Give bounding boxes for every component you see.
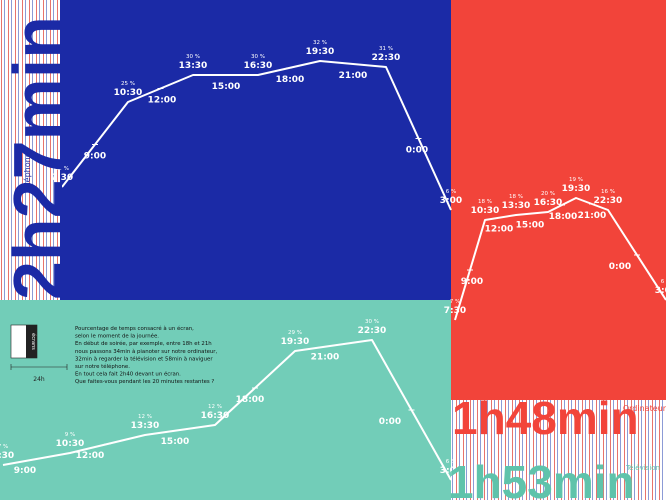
tick-label: 18:00: [549, 212, 578, 222]
data-label: 6 %: [446, 189, 456, 195]
tick-label: 3:00: [440, 466, 462, 476]
tick-label: 15:00: [516, 221, 545, 231]
legend-text-line: selon le moment de la journée.: [75, 333, 159, 340]
tick-label: 3:00: [440, 196, 462, 206]
tick-label: 13:30: [179, 61, 208, 71]
tick-label: 19:30: [562, 184, 591, 194]
tick-label: 15:00: [161, 437, 190, 447]
tick-label: 16:30: [534, 198, 563, 208]
panel-phone: [60, 0, 451, 300]
tick-label: 7:30: [51, 173, 73, 183]
tick-label: 22:30: [358, 326, 387, 336]
data-label: 31 %: [379, 46, 393, 52]
phone-total: 2h27min: [0, 16, 77, 300]
data-label: 7 %: [0, 444, 8, 450]
tick-label: 7:30: [444, 306, 466, 316]
data-label: 32 %: [313, 40, 327, 46]
tick-label: 10:30: [56, 439, 85, 449]
tick-label: 21:00: [578, 211, 607, 221]
tick-label: 10:30: [471, 206, 500, 216]
data-label: 12 %: [208, 404, 222, 410]
tick-label: 21:00: [339, 71, 368, 81]
tick-label: 19:30: [306, 47, 335, 57]
tick-label: 10:30: [114, 88, 143, 98]
tick-label: 3:00: [655, 286, 666, 296]
legend-text-line: sur notre téléphone.: [75, 363, 130, 370]
data-label: 25 %: [121, 81, 135, 87]
tick-label: 18:00: [276, 75, 305, 85]
tick-label: 0:00: [406, 146, 428, 156]
series-line: [454, 197, 666, 321]
legend-axis-label: 24h: [33, 376, 45, 383]
panel-television: [0, 300, 451, 500]
data-label: 15 %: [55, 166, 69, 172]
tick-label: 19:30: [281, 337, 310, 347]
data-label: 7 %: [450, 299, 460, 305]
data-label: 18 %: [509, 194, 523, 200]
tick-label: 16:30: [244, 61, 273, 71]
legend-text-line: Que faites-vous pendant les 20 minutes r…: [75, 379, 214, 385]
legend-text-line: 32min à regarder la télévision et 58min …: [75, 355, 213, 362]
tick-label: 7:30: [0, 451, 14, 461]
tick-label: 9:00: [14, 466, 36, 476]
tick-label: 13:30: [502, 201, 531, 211]
tick-label: 12:00: [485, 225, 514, 235]
legend: écrans 24h Pourcentage de temps consacré…: [10, 324, 218, 385]
tick-label: 16:30: [201, 411, 230, 421]
television-series-name: Télévision: [625, 464, 660, 472]
computer-total: 1h48min: [452, 392, 639, 444]
data-label: 6 %: [446, 459, 456, 465]
data-label: 19 %: [569, 177, 583, 183]
tick-label: 0:00: [609, 262, 631, 272]
tick-label: 9:00: [84, 152, 106, 162]
legend-screen-block: [26, 325, 37, 358]
panel-computer: [451, 0, 666, 400]
data-label: 16 %: [601, 189, 615, 195]
tick-label: 15:00: [212, 82, 241, 92]
legend-text-line: Pourcentage de temps consacré à un écran…: [75, 325, 194, 332]
data-label: 29 %: [288, 330, 302, 336]
tick-label: 22:30: [372, 53, 401, 63]
legend-text-line: En début de soirée, par exemple, entre 1…: [75, 340, 212, 347]
legend-text: Pourcentage de temps consacré à un écran…: [75, 325, 218, 385]
tick-label: 13:30: [131, 421, 160, 431]
television-total: 1h53min: [448, 456, 635, 500]
legend-text-line: nous passons 34min à pianoter sur notre …: [75, 348, 218, 355]
data-label: 30 %: [251, 54, 265, 60]
data-label: 30 %: [365, 319, 379, 325]
tick-label: 9:00: [461, 277, 483, 287]
tick-label: 12:00: [148, 96, 177, 106]
series-line: [2, 339, 452, 481]
computer-series-name: Ordinateur: [623, 404, 666, 413]
data-label: 6 %: [661, 279, 666, 285]
phone-series-name: Téléphone: [22, 152, 32, 194]
data-label: 12 %: [138, 414, 152, 420]
data-label: 18 %: [478, 199, 492, 205]
data-label: 30 %: [186, 54, 200, 60]
tick-label: 0:00: [379, 417, 401, 427]
data-label: 20 %: [541, 191, 555, 197]
series-line: [61, 60, 452, 211]
tick-label: 21:00: [311, 353, 340, 363]
tick-label: 18:00: [236, 395, 265, 405]
tick-label: 12:00: [76, 451, 105, 461]
tick-label: 22:30: [594, 196, 623, 206]
data-label: 9 %: [65, 432, 75, 438]
legend-device-label: écrans: [30, 333, 37, 350]
legend-text-line: En tout cela fait 2h40 devant un écran.: [75, 371, 181, 378]
